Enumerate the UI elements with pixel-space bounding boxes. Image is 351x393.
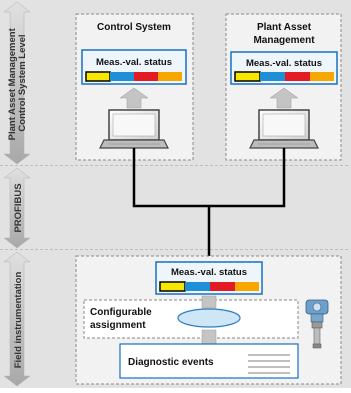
profibus-wiring xyxy=(132,148,286,262)
status-seg-orange xyxy=(235,282,259,291)
control-status-label: Meas.-val. status xyxy=(96,57,172,68)
status-seg-red xyxy=(210,282,235,291)
field-status-label: Meas.-val. status xyxy=(171,267,247,278)
field-device-box: Meas.-val. status Configurable assignmen… xyxy=(75,255,342,385)
level-label-profibus: PROFIBUS xyxy=(13,183,24,232)
assignment-ellipse-icon xyxy=(177,308,241,328)
config-label-line1: Configurable xyxy=(90,307,152,318)
pam-status-bar xyxy=(234,71,334,82)
wire-pam xyxy=(209,148,286,208)
status-seg-blue xyxy=(110,72,134,81)
pam-title-line1: Plant Asset xyxy=(257,22,312,33)
status-seg-yellow xyxy=(159,281,186,292)
pam-up-arrow xyxy=(269,87,299,109)
config-label-line2: assignment xyxy=(90,320,146,331)
level-label-field: Field instrumentation xyxy=(13,272,24,369)
status-seg-red xyxy=(285,72,310,81)
status-seg-yellow xyxy=(85,71,111,82)
level-arrow-profibus: PROFIBUS xyxy=(3,167,31,249)
control-status-panel: Meas.-val. status xyxy=(81,49,187,85)
control-laptop-icon xyxy=(99,109,169,149)
field-status-bar xyxy=(159,281,259,292)
level-arrow-control-system: Plant Asset Management Control System Le… xyxy=(3,1,31,165)
connector-bottom xyxy=(201,329,217,345)
status-seg-yellow xyxy=(234,71,261,82)
diagnostic-events-panel: Diagnostic events xyxy=(119,343,299,379)
pam-status-panel: Meas.-val. status xyxy=(230,51,338,85)
status-seg-blue xyxy=(185,282,210,291)
control-system-box: Control System Meas.-val. status xyxy=(75,13,194,161)
diagnostic-events-label: Diagnostic events xyxy=(128,357,214,368)
field-instrument-icon xyxy=(305,299,329,349)
pam-title-line2: Management xyxy=(253,35,315,46)
wire-control-system xyxy=(132,148,209,208)
status-seg-orange xyxy=(158,72,182,81)
pam-laptop-icon xyxy=(249,109,319,149)
control-up-arrow xyxy=(119,87,149,109)
pam-status-label: Meas.-val. status xyxy=(246,58,322,69)
status-seg-blue xyxy=(260,72,285,81)
status-seg-orange xyxy=(310,72,334,81)
connector-top xyxy=(201,295,217,309)
level-label-control-system: Plant Asset Management Control System Le… xyxy=(7,26,28,141)
field-status-panel: Meas.-val. status xyxy=(155,261,263,295)
document-lines-icon xyxy=(248,354,290,374)
pam-box: Plant Asset Management Meas.-val. status xyxy=(225,13,342,161)
status-seg-red xyxy=(134,72,158,81)
control-status-bar xyxy=(85,71,182,82)
band-profibus xyxy=(0,166,351,251)
level-arrow-field: Field instrumentation xyxy=(3,251,31,387)
control-system-title: Control System xyxy=(97,22,171,33)
